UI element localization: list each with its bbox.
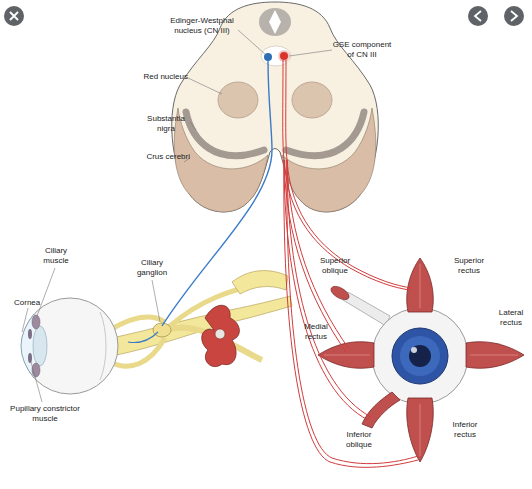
parasympathetic-fibre: [128, 332, 158, 343]
pupillary-constrictor: [28, 329, 32, 339]
structure-label: Substantia nigra: [143, 114, 189, 133]
structure-label: Red nucleus: [126, 72, 188, 82]
prev-button: [468, 6, 488, 26]
leader-line: [190, 122, 196, 130]
leader-line: [152, 280, 160, 322]
structure-label: Ciliary muscle: [38, 246, 74, 265]
structure-label: GSE component of CN III: [330, 40, 394, 59]
red-nucleus: [218, 82, 258, 118]
prev-icon: [475, 11, 481, 21]
eyeball: [372, 308, 468, 404]
structure-label: Edinger-Westphal nucleus (CN III): [166, 16, 238, 35]
parasympathetic-fibre: [162, 60, 272, 326]
leader-line: [188, 78, 222, 94]
motor-fibre: [287, 160, 349, 349]
muscle-fibres: [324, 264, 518, 456]
highlight: [411, 347, 417, 353]
substantia-nigra: [186, 112, 264, 156]
crus-right: [282, 108, 376, 212]
eyeball: [22, 298, 118, 394]
iris: [392, 328, 448, 384]
blood-vessels: [202, 305, 240, 366]
motor-fibre: [287, 160, 418, 464]
lens: [33, 326, 47, 366]
vessel-lumen: [215, 329, 225, 339]
motor-fibre: [283, 60, 410, 290]
nuclear-complex: [261, 46, 291, 66]
leader-lines: [22, 30, 332, 402]
eye-front: [318, 258, 524, 462]
superior-oblique-tendon: [343, 292, 390, 326]
structure-label: Lateral rectus: [492, 308, 530, 327]
cerebral-aqueduct: [269, 10, 281, 34]
gse-area: [278, 50, 290, 62]
structure-label: Ciliary ganglion: [132, 258, 172, 277]
pupillary-constrictor: [28, 353, 32, 363]
next-button: [504, 6, 524, 26]
motor-fibre: [286, 60, 412, 288]
red-nucleus: [292, 82, 332, 118]
structure-label: Inferior rectus: [444, 420, 486, 439]
aqueduct-area: [259, 8, 291, 36]
leader-line: [22, 308, 28, 332]
structure-label: Cornea: [14, 298, 54, 308]
retina-line: [100, 312, 106, 380]
motor-fibre: [284, 160, 418, 467]
substantia-nigra: [286, 112, 364, 156]
next-icon: [511, 11, 517, 21]
inferior-oblique: [362, 392, 400, 428]
iris-ring: [400, 336, 440, 376]
leader-line: [289, 50, 332, 56]
close-button: [4, 6, 24, 26]
structure-label: Superior rectus: [448, 256, 490, 275]
pupil: [409, 345, 431, 367]
ciliary-muscle: [32, 315, 40, 329]
nerve-trunk: [232, 271, 288, 294]
close-icon: [10, 12, 18, 20]
gse-nucleus: [280, 52, 288, 60]
nerve-fibres: [128, 60, 418, 467]
structure-label: Inferior oblique: [338, 430, 380, 449]
structure-label: Crus cerebri: [128, 152, 190, 162]
crus-cerebri: [282, 108, 376, 212]
leader-line: [37, 268, 55, 316]
structure-label: Superior oblique: [314, 256, 356, 275]
eye-lateral: [21, 271, 292, 394]
leader-line: [238, 30, 266, 55]
structure-label: Pupillary constrictor muscle: [8, 404, 82, 423]
leader-line: [31, 362, 42, 402]
superior-oblique-muscle: [329, 284, 351, 303]
structure-label: Medial rectus: [298, 322, 334, 341]
